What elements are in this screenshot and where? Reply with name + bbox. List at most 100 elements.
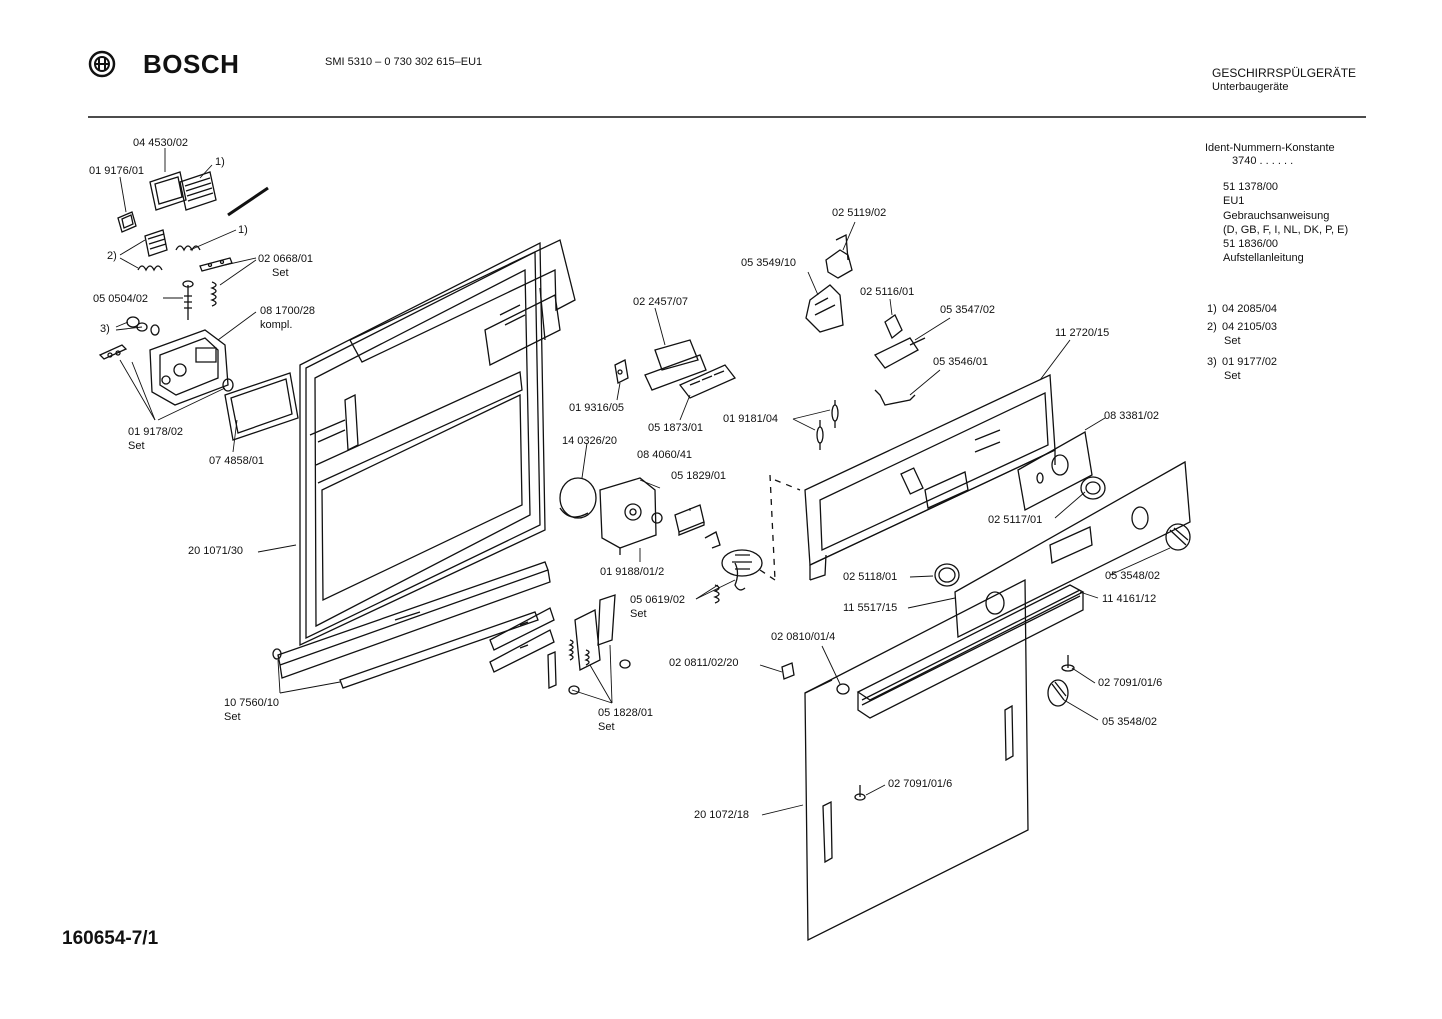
category-subtitle: Unterbaugeräte: [1212, 81, 1289, 93]
part-label: 05 1828/01: [598, 707, 654, 719]
small-grille-part: [145, 230, 167, 256]
footnote-part: 04 2105/03: [1222, 321, 1278, 333]
lever-part: [806, 285, 843, 332]
bosch-logo-icon: [88, 50, 116, 83]
footnote-marker-label: 3): [100, 323, 110, 335]
part-label: 04 4530/02: [133, 137, 189, 149]
part-label: 02 7091/01/6: [888, 778, 953, 790]
knob-part-lower: [1048, 680, 1068, 706]
document-id: 160654-7/1: [62, 928, 159, 949]
part-label: 05 1873/01: [648, 422, 704, 434]
panel-edge-dash: [770, 475, 775, 580]
footnote-part: 01 9177/02: [1222, 356, 1278, 368]
hinge-assembly-part: [548, 595, 615, 688]
spring-clip-part-2: [569, 686, 579, 694]
screw-part: [183, 281, 193, 320]
rod-part: [228, 188, 268, 215]
part-label: 01 9178/02: [128, 426, 184, 438]
circuit-board-part: [1018, 432, 1092, 510]
ident-constant: 3740 . . . . . .: [1232, 155, 1294, 167]
front-fascia-panel: [955, 462, 1190, 637]
footnote-marker-label: 1): [215, 156, 225, 168]
bracket-wire-part: [875, 390, 915, 405]
part-label: 02 0811/02/20: [669, 657, 739, 669]
footnote-marker: 3): [1207, 356, 1217, 368]
small-lever-part: [885, 315, 902, 338]
part-label: 08 3381/02: [1104, 410, 1160, 422]
part-label: 02 5119/02: [832, 207, 887, 219]
part-set-label: Set: [224, 711, 241, 723]
panel-edge-dash-3: [760, 570, 775, 580]
lower-rail-part: [278, 562, 550, 688]
selector-knob-part: [1081, 477, 1105, 499]
footnote-note: Set: [1224, 370, 1241, 382]
small-bolt-part: [782, 663, 794, 679]
cap-part-lower: [1062, 655, 1074, 671]
footnote-marker: 1): [1207, 303, 1217, 315]
upper-bracket-part: [350, 240, 575, 365]
spring-clip-part: [620, 660, 630, 668]
footnote-marker: 2): [1207, 321, 1217, 333]
ident-line: 51 1836/00: [1223, 238, 1279, 250]
part-label: 05 1829/01: [671, 470, 727, 482]
part-label: 05 0504/02: [93, 293, 149, 305]
spring-part-2: [176, 246, 200, 250]
small-rollers-part: [127, 317, 159, 335]
small-cap-part: [118, 212, 136, 232]
insert-block-part: [675, 505, 704, 535]
inner-door-frame: [300, 243, 545, 645]
part-set-label: Set: [598, 721, 615, 733]
part-label: 01 9176/01: [89, 165, 145, 177]
part-set-label: Set: [272, 267, 289, 279]
latch-part: [100, 345, 126, 359]
vent-grille-part: [180, 172, 216, 210]
ident-line: Gebrauchsanweisung: [1223, 210, 1330, 222]
clip-small-part: [705, 532, 720, 548]
part-label: 11 2720/15: [1055, 327, 1110, 339]
part-label: 05 3548/02: [1105, 570, 1161, 582]
part-label: 05 0619/02: [630, 594, 686, 606]
footnote-note: Set: [1224, 335, 1241, 347]
ident-line: (D, GB, F, I, NL, DK, P, E): [1223, 224, 1349, 236]
footnote-marker-label: 2): [107, 250, 117, 262]
foot-part: [273, 649, 281, 659]
heater-element-part: [645, 340, 735, 398]
part-label: 11 5517/15: [843, 602, 898, 614]
knob-dial-part: [560, 478, 596, 518]
leader-lines: [116, 148, 1170, 815]
footnote-part: 04 2085/04: [1222, 303, 1278, 315]
part-label: 07 4858/01: [209, 455, 265, 467]
part-label: 02 7091/01/6: [1098, 677, 1163, 689]
part-label: 20 1071/30: [188, 545, 244, 557]
ident-line: Aufstellanleitung: [1223, 252, 1304, 264]
spring-part: [138, 266, 162, 270]
part-label: 05 3547/02: [940, 304, 996, 316]
vent-cover-part: [150, 172, 186, 210]
ident-title: Ident-Nummern-Konstante: [1205, 142, 1335, 154]
brand-name: BOSCH: [143, 49, 240, 79]
part-label: 02 0810/01/4: [771, 631, 836, 643]
hinge-bracket-part: [490, 608, 554, 672]
ident-line: EU1: [1223, 195, 1245, 207]
part-label: 10 7560/10: [224, 697, 280, 709]
part-label: 01 9188/01/2: [600, 566, 665, 578]
part-label: 05 3546/01: [933, 356, 989, 368]
door-lock-assembly: [150, 330, 228, 405]
model-line: SMI 5310 – 0 730 302 615–EU1: [325, 56, 483, 68]
part-label: 14 0326/20: [562, 435, 618, 447]
control-panel-frame: [805, 375, 1055, 580]
category-title: GESCHIRRSPÜLGERÄTE: [1212, 66, 1357, 80]
part-label: 05 3549/10: [741, 257, 797, 269]
part-label: 02 0668/01: [258, 253, 314, 265]
part-label: 01 9316/05: [569, 402, 625, 414]
timer-part: [600, 478, 662, 555]
solenoid-part: [875, 338, 925, 368]
part-label: 02 5118/01: [843, 571, 898, 583]
ident-line: 51 1378/00: [1223, 181, 1279, 193]
part-label: 01 9181/04: [723, 413, 779, 425]
part-label: 02 2457/07: [633, 296, 689, 308]
handle-bar-part: [858, 585, 1083, 718]
part-label: 05 3548/02: [1102, 716, 1158, 728]
part-set-label: Set: [630, 608, 647, 620]
